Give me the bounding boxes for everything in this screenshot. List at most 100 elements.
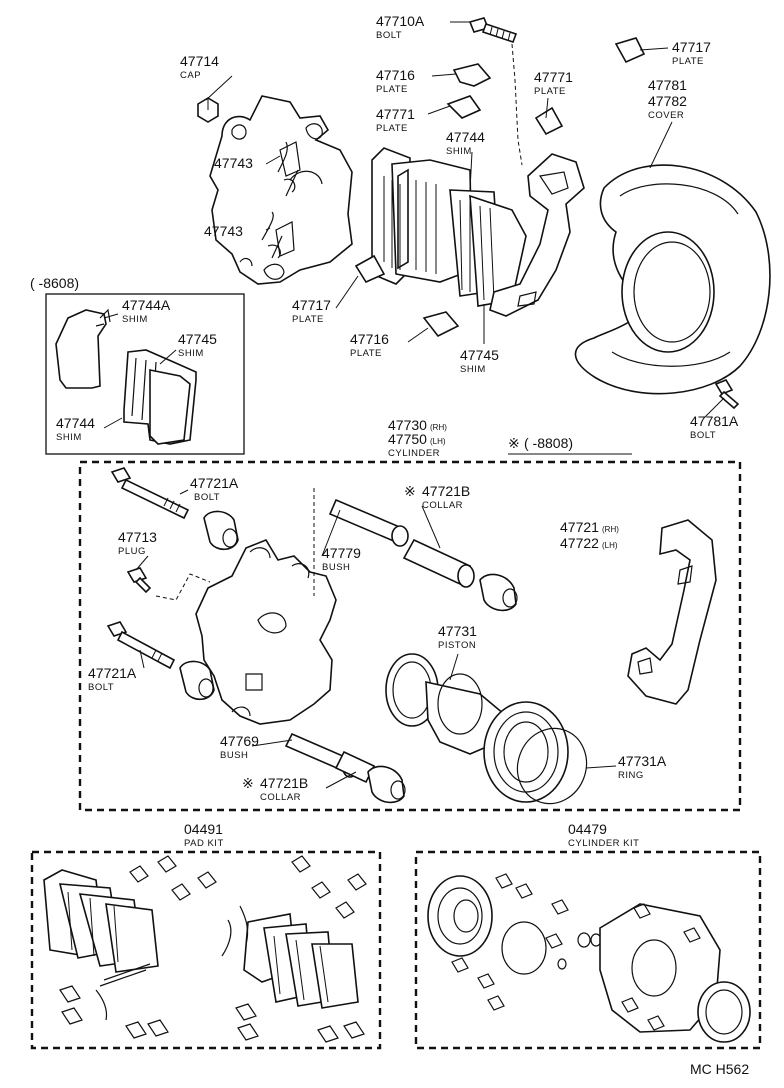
svg-text:47743: 47743 <box>214 155 253 171</box>
svg-text:47771: 47771 <box>376 106 415 122</box>
svg-text:BOLT: BOLT <box>194 492 220 503</box>
svg-text:CAP: CAP <box>180 70 201 81</box>
svg-text:04491: 04491 <box>184 821 223 837</box>
label-47731a: 47731A RING <box>618 753 667 781</box>
inset-label-47744: 47744 SHIM <box>56 415 95 443</box>
pad-kit-parts <box>43 855 367 1043</box>
svg-text:BOLT: BOLT <box>88 682 114 693</box>
svg-text:BOLT: BOLT <box>376 30 402 41</box>
cylinder-kit-parts <box>427 873 751 1043</box>
plate-47716-lower <box>422 311 460 338</box>
svg-text:CYLINDER KIT: CYLINDER KIT <box>568 838 639 849</box>
label-47781-47782: 47781 47782 COVER <box>648 77 687 121</box>
svg-text:47722: 47722 <box>560 535 599 551</box>
label-47716-lower: 47716 PLATE <box>350 331 389 359</box>
bolt-47721a-bottom-part <box>106 621 176 670</box>
svg-text:47744: 47744 <box>446 129 485 145</box>
svg-text:47721A: 47721A <box>190 475 239 491</box>
inset-label-47745: 47745 SHIM <box>178 331 217 359</box>
svg-text:PLATE: PLATE <box>534 86 566 97</box>
label-47743-lower: 47743 <box>204 223 243 239</box>
svg-text:SHIM: SHIM <box>460 364 486 375</box>
svg-text:COVER: COVER <box>648 110 684 121</box>
svg-text:47744A: 47744A <box>122 297 171 313</box>
svg-text:(LH): (LH) <box>602 541 618 550</box>
collar-47721b-bottom-part <box>334 750 406 804</box>
cylinder-group-box <box>78 460 742 812</box>
svg-text:SHIM: SHIM <box>446 146 472 157</box>
svg-text:SHIM: SHIM <box>122 314 148 325</box>
disc-cover-47781 <box>574 164 771 395</box>
svg-text:PISTON: PISTON <box>438 640 476 651</box>
svg-text:04479: 04479 <box>568 821 607 837</box>
plate-47716-upper <box>452 63 492 87</box>
svg-text:47710A: 47710A <box>376 13 425 29</box>
plate-47771-upper <box>446 95 482 119</box>
svg-text:47782: 47782 <box>648 93 687 109</box>
svg-text:47716: 47716 <box>376 67 415 83</box>
label-47717-right: 47717 PLATE <box>672 39 711 67</box>
svg-text:SHIM: SHIM <box>56 432 82 443</box>
label-cylinder-47730-47750: 47730 (RH) 47750 (LH) CYLINDER <box>388 417 447 459</box>
svg-text:(LH): (LH) <box>430 437 446 446</box>
svg-text:RING: RING <box>618 770 644 781</box>
inset-label-47744a: 47744A SHIM <box>122 297 171 325</box>
svg-text:CYLINDER: CYLINDER <box>388 448 440 459</box>
svg-text:47743: 47743 <box>204 223 243 239</box>
svg-text:※: ※ <box>404 483 416 499</box>
svg-text:PLATE: PLATE <box>292 314 324 325</box>
bolt-47721a-top-part <box>110 467 190 520</box>
bolt-47710a-part <box>468 17 523 166</box>
diagram-code: MC H562 <box>690 1061 749 1077</box>
svg-text:BUSH: BUSH <box>322 562 350 573</box>
label-pad-kit-04491: 04491 PAD KIT <box>184 821 223 849</box>
svg-text:(RH): (RH) <box>602 525 619 534</box>
svg-text:47771: 47771 <box>534 69 573 85</box>
svg-text:47750: 47750 <box>388 431 427 447</box>
label-47771-right: 47771 PLATE <box>534 69 573 97</box>
label-47743-upper: 47743 <box>214 155 253 171</box>
leader-lines-cylinder <box>135 489 617 789</box>
label-47781a: 47781A BOLT <box>690 413 739 441</box>
svg-text:47721A: 47721A <box>88 665 137 681</box>
svg-text:SHIM: SHIM <box>178 348 204 359</box>
svg-text:47714: 47714 <box>180 53 219 69</box>
svg-text:47731: 47731 <box>438 623 477 639</box>
leader-lines-top <box>205 21 725 419</box>
pad-kit-box <box>30 850 382 1050</box>
svg-text:※: ※ <box>242 775 254 791</box>
caliper-support-upper <box>489 153 585 317</box>
label-47721b-top: ※ 47721B COLLAR <box>404 483 470 511</box>
inset-range-label: ( -8608) <box>30 275 79 291</box>
svg-text:( -8808): ( -8808) <box>524 435 573 451</box>
cap-47714-part <box>197 97 219 123</box>
collar-47721b-top-part <box>402 538 518 612</box>
svg-text:PLATE: PLATE <box>376 84 408 95</box>
clip-47743-lower <box>261 211 283 259</box>
caliper-cylinder-body <box>195 539 337 725</box>
svg-text:47721B: 47721B <box>422 483 470 499</box>
svg-text:47717: 47717 <box>672 39 711 55</box>
caliper-support-47721-part <box>627 519 717 705</box>
ring-47731a-part <box>516 727 588 805</box>
svg-text:47779: 47779 <box>322 545 361 561</box>
plate-47717-lower <box>354 254 386 284</box>
plate-47771-right <box>534 106 564 136</box>
svg-text:47781A: 47781A <box>690 413 739 429</box>
plug-47713-part <box>126 567 211 601</box>
svg-text:BUSH: BUSH <box>220 750 248 761</box>
label-47779: 47779 BUSH <box>322 545 361 573</box>
svg-text:※: ※ <box>508 435 520 451</box>
svg-text:47721: 47721 <box>560 519 599 535</box>
svg-text:47716: 47716 <box>350 331 389 347</box>
svg-text:COLLAR: COLLAR <box>260 792 301 803</box>
label-47721a-bottom: 47721A BOLT <box>88 665 137 693</box>
label-47731: 47731 PISTON <box>438 623 477 651</box>
bush-rubber-top <box>203 510 239 551</box>
svg-text:BOLT: BOLT <box>690 430 716 441</box>
label-47771-upper: 47771 PLATE <box>376 106 415 134</box>
label-47745: 47745 SHIM <box>460 347 499 375</box>
piston-47731-part <box>385 653 569 803</box>
svg-text:PLATE: PLATE <box>672 56 704 67</box>
